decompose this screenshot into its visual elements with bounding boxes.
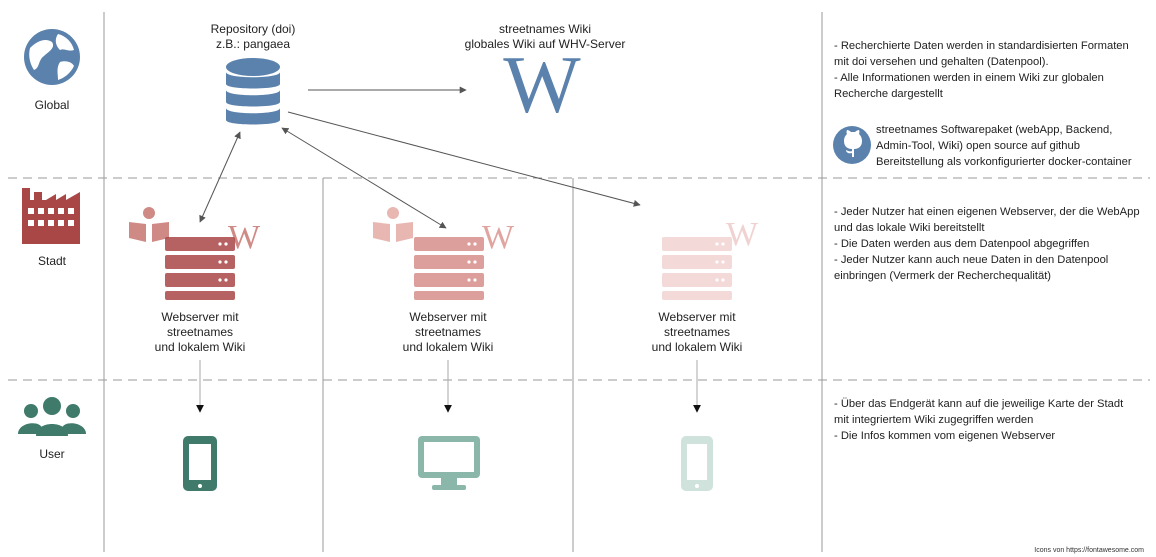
global-wiki-label-line2: globales Wiki auf WHV-Server bbox=[464, 37, 626, 51]
notes-user: - Über das Endgerät kann auf die jeweili… bbox=[834, 396, 1146, 444]
global-wiki-label-line1: streetnames Wiki bbox=[498, 22, 592, 36]
note-line: Recherche dargestellt bbox=[834, 88, 943, 100]
note-line: - Die Infos kommen vom eigenen Webserver bbox=[834, 430, 1056, 442]
note-line: - Über das Endgerät kann auf die jeweili… bbox=[834, 398, 1124, 410]
notes-stadt: - Jeder Nutzer hat einen eigenen Webserv… bbox=[834, 204, 1146, 284]
note-line: - Jeder Nutzer kann auch neue Daten in d… bbox=[834, 254, 1109, 266]
server-label-line: und lokalem Wiki bbox=[154, 340, 246, 354]
server-label-3: Webserver mit streetnames und lokalem Wi… bbox=[637, 310, 757, 355]
server-group-3: W bbox=[662, 216, 759, 300]
wikipedia-icon: W bbox=[503, 39, 581, 130]
row-label-stadt: Stadt bbox=[37, 254, 67, 268]
note-line: mit integriertem Wiki zugegriffen werden bbox=[834, 414, 1034, 426]
connector-arrows bbox=[199, 86, 641, 229]
note-line: - Recherchierte Daten werden in standard… bbox=[834, 40, 1129, 52]
server-label-line: Webserver mit bbox=[658, 310, 736, 324]
desktop-icon bbox=[418, 436, 480, 490]
note-line: Bereitstellung als vorkonfigurierter doc… bbox=[876, 156, 1132, 168]
note-line: und das lokale Wiki bereitstellt bbox=[834, 222, 985, 234]
server-label-line: streetnames bbox=[663, 325, 731, 339]
global-wiki-label: streetnames Wiki globales Wiki auf WHV-S… bbox=[440, 22, 650, 52]
server-label-line: und lokalem Wiki bbox=[651, 340, 743, 354]
repository-label: Repository (doi) z.B.: pangaea bbox=[188, 22, 318, 52]
note-line: streetnames Softwarepaket (webApp, Backe… bbox=[876, 124, 1113, 136]
mobile-icon bbox=[681, 436, 713, 491]
server-label-line: Webserver mit bbox=[161, 310, 239, 324]
server-label-2: Webserver mit streetnames und lokalem Wi… bbox=[388, 310, 508, 355]
repository-label-line1: Repository (doi) bbox=[210, 22, 296, 36]
row-label-user: User bbox=[39, 447, 65, 461]
icon-credit: Icons von https://fontawesome.com bbox=[1034, 547, 1144, 554]
server-label-line: streetnames bbox=[414, 325, 482, 339]
row-label-global: Global bbox=[34, 98, 70, 112]
wikipedia-icon: W bbox=[482, 219, 515, 256]
device-arrows bbox=[196, 360, 701, 413]
factory-icon bbox=[22, 188, 80, 244]
note-line: mit doi versehen und gehalten (Datenpool… bbox=[834, 56, 1049, 68]
server-label-line: streetnames bbox=[166, 325, 234, 339]
reader-icon bbox=[373, 207, 413, 242]
server-icon bbox=[662, 237, 732, 300]
note-line: Admin-Tool, Wiki) open source auf github bbox=[876, 140, 1080, 152]
users-icon bbox=[18, 397, 86, 436]
server-label-line: und lokalem Wiki bbox=[402, 340, 494, 354]
notes-global: - Recherchierte Daten werden in standard… bbox=[834, 38, 1146, 102]
grid-lines bbox=[8, 12, 1150, 552]
notes-github: streetnames Softwarepaket (webApp, Backe… bbox=[876, 122, 1148, 170]
database-icon bbox=[226, 58, 280, 125]
arrow-repo-server-1 bbox=[199, 131, 241, 223]
github-icon bbox=[833, 126, 871, 164]
note-line: - Jeder Nutzer hat einen eigenen Webserv… bbox=[834, 206, 1140, 218]
note-line: - Alle Informationen werden in einem Wik… bbox=[834, 72, 1104, 84]
server-label-1: Webserver mit streetnames und lokalem Wi… bbox=[140, 310, 260, 355]
repository-label-line2: z.B.: pangaea bbox=[215, 37, 291, 51]
arrow-repo-server-3 bbox=[287, 111, 641, 207]
server-icon bbox=[414, 237, 484, 300]
server-group-2: W bbox=[373, 207, 515, 300]
globe-icon bbox=[24, 29, 80, 85]
server-label-line: Webserver mit bbox=[409, 310, 487, 324]
server-group-1: W bbox=[129, 207, 261, 300]
note-line: einbringen (Vermerk der Recherchequalitä… bbox=[834, 270, 1052, 282]
server-icon bbox=[165, 237, 235, 300]
reader-icon bbox=[129, 207, 169, 242]
mobile-icon bbox=[183, 436, 217, 491]
arrow-repo-server-2 bbox=[281, 127, 447, 229]
note-line: - Die Daten werden aus dem Datenpool abg… bbox=[834, 238, 1090, 250]
